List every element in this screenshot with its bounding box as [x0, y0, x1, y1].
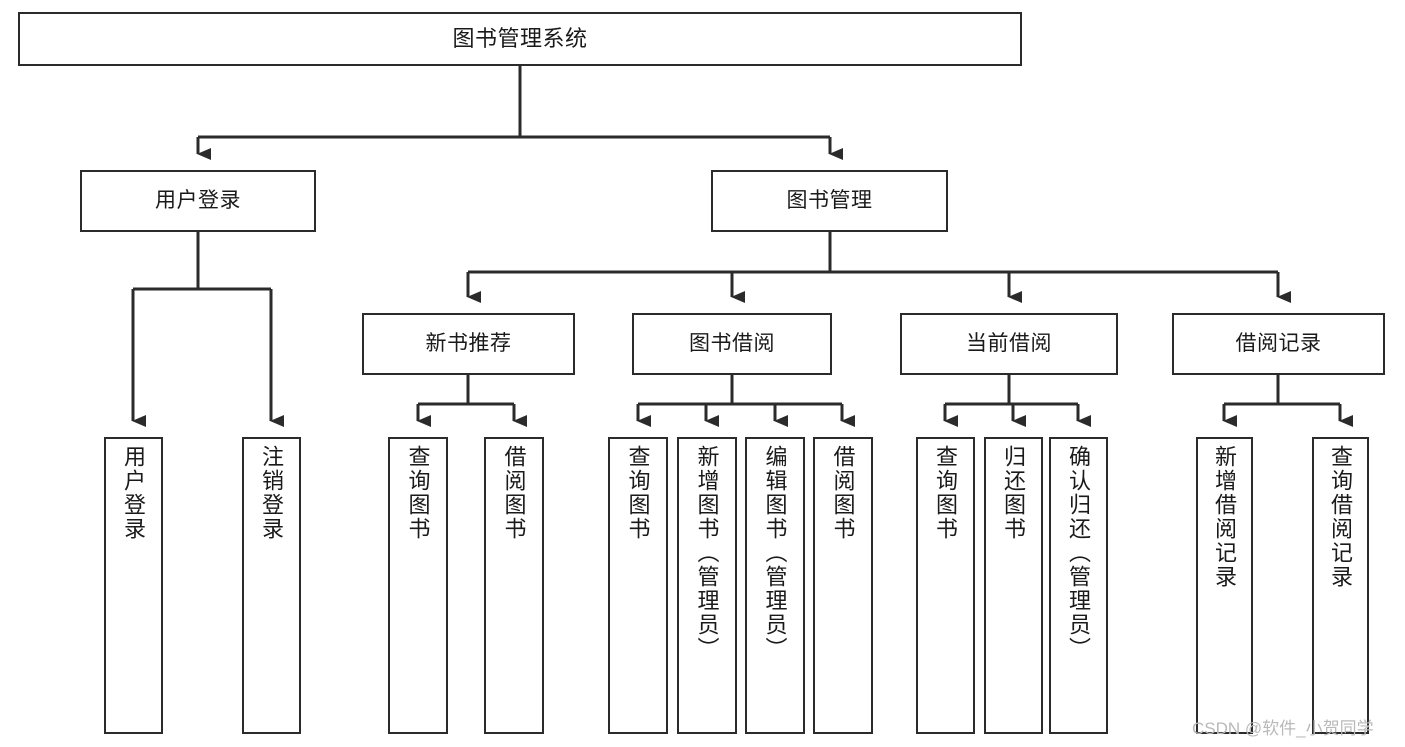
node-leaf-add-record-label: 新增借阅记录 [1212, 445, 1238, 589]
node-leaf-add-book[interactable]: 新增图书（管理员） [677, 437, 737, 734]
node-leaf-query-book-1-label: 查询图书 [405, 445, 431, 541]
node-leaf-edit-book-label: 编辑图书（管理员） [762, 445, 788, 661]
node-leaf-borrow-book-1-label: 借阅图书 [501, 445, 527, 541]
node-leaf-query-book-2[interactable]: 查询图书 [608, 437, 668, 734]
node-leaf-return-book[interactable]: 归还图书 [984, 437, 1043, 734]
node-borrow-record[interactable]: 借阅记录 [1172, 313, 1385, 375]
node-borrow-record-label: 借阅记录 [1235, 332, 1322, 356]
node-leaf-query-book-1[interactable]: 查询图书 [388, 437, 448, 734]
node-book-borrow[interactable]: 图书借阅 [632, 313, 832, 375]
node-book-manage-label: 图书管理 [786, 189, 873, 213]
node-leaf-user-logout[interactable]: 注销登录 [242, 437, 301, 734]
node-leaf-borrow-book-1[interactable]: 借阅图书 [484, 437, 544, 734]
node-user-login[interactable]: 用户登录 [80, 170, 316, 232]
node-leaf-user-logout-label: 注销登录 [259, 445, 285, 541]
node-leaf-confirm-return-label: 确认归还（管理员） [1066, 445, 1092, 661]
node-book-manage[interactable]: 图书管理 [711, 170, 948, 232]
node-root-label: 图书管理系统 [452, 25, 588, 51]
node-book-borrow-label: 图书借阅 [689, 332, 775, 356]
node-leaf-add-record[interactable]: 新增借阅记录 [1196, 437, 1253, 734]
node-new-book-rec[interactable]: 新书推荐 [362, 313, 575, 375]
node-leaf-user-login[interactable]: 用户登录 [104, 437, 163, 734]
node-leaf-borrow-book-2[interactable]: 借阅图书 [813, 437, 873, 734]
csdn-watermark: CSDN @软件_小贺同学 [1192, 719, 1374, 738]
node-root[interactable]: 图书管理系统 [18, 12, 1022, 66]
node-leaf-user-login-label: 用户登录 [121, 445, 147, 541]
node-leaf-add-book-label: 新增图书（管理员） [694, 445, 720, 661]
node-user-login-label: 用户登录 [155, 189, 241, 213]
node-current-borrow[interactable]: 当前借阅 [900, 313, 1118, 375]
node-current-borrow-label: 当前借阅 [966, 332, 1052, 356]
node-leaf-query-book-2-label: 查询图书 [625, 445, 651, 541]
node-leaf-return-book-label: 归还图书 [1001, 445, 1027, 541]
node-leaf-edit-book[interactable]: 编辑图书（管理员） [745, 437, 805, 734]
node-new-book-rec-label: 新书推荐 [425, 332, 512, 356]
node-leaf-query-record-label: 查询借阅记录 [1328, 445, 1354, 589]
node-leaf-borrow-book-2-label: 借阅图书 [830, 445, 856, 541]
node-leaf-query-record[interactable]: 查询借阅记录 [1312, 437, 1369, 734]
node-leaf-query-book-3[interactable]: 查询图书 [916, 437, 975, 734]
node-leaf-confirm-return[interactable]: 确认归还（管理员） [1049, 437, 1108, 734]
node-leaf-query-book-3-label: 查询图书 [933, 445, 959, 541]
